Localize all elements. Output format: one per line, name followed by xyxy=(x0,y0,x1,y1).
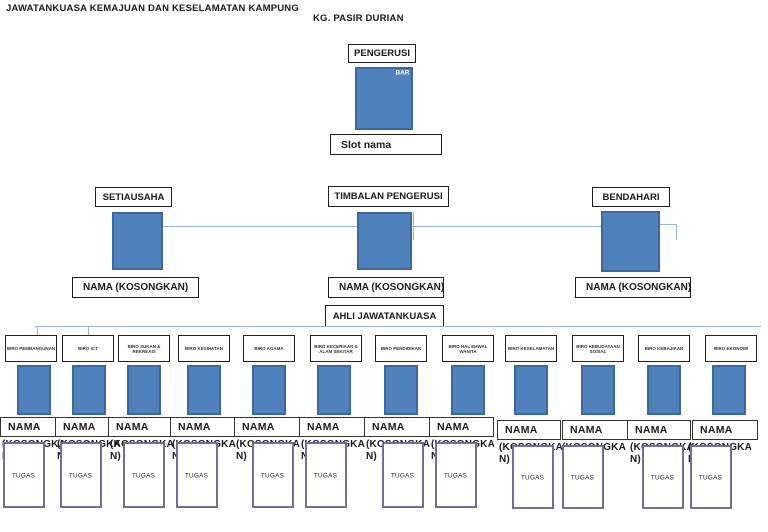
biro-box: BIRO KECERIAAN & ALAM SEKITAR xyxy=(310,335,362,362)
photo-tag: BAR xyxy=(395,69,409,77)
biro-label: BIRO KEBAJIKAN xyxy=(644,345,684,352)
tugas-box: TUGAS xyxy=(382,442,424,508)
village-title: KG. PASIR DURIAN xyxy=(313,13,404,24)
tugas-box: TUGAS xyxy=(252,442,294,508)
biro-label: BIRO KESELAMATAN xyxy=(507,345,555,352)
nama-cell: NAMA xyxy=(0,417,56,437)
tugas-box: TUGAS xyxy=(305,442,347,508)
biro-label: BIRO KEBUDAYAAN SOSIAL xyxy=(576,343,620,354)
tugas-box: TUGAS xyxy=(690,445,732,509)
biro-photo-placeholder xyxy=(72,365,106,415)
biro-box: BIRO ICT xyxy=(62,335,114,362)
pengerusi-label-box: PENGERUSI xyxy=(348,44,416,63)
tugas-label: TUGAS xyxy=(699,473,723,481)
biro-photo-placeholder xyxy=(647,365,681,415)
biro-photo-placeholder xyxy=(252,365,286,415)
setiausaha-label-box: SETIAUSAHA xyxy=(95,187,172,207)
biro-photo-placeholder xyxy=(384,365,418,415)
nama-cell: NAMA xyxy=(364,417,430,437)
tugas-label: TUGAS xyxy=(314,471,338,479)
tugas-label: TUGAS xyxy=(521,473,545,481)
biro-box: BIRO PEMBANGUNAN xyxy=(5,335,57,362)
bendahari-name-box: NAMA (KOSONGKAN) xyxy=(575,277,691,298)
nama-cell: NAMA xyxy=(429,417,494,437)
biro-photo-placeholder xyxy=(187,365,221,415)
tugas-label: TUGAS xyxy=(391,471,415,479)
nama-cell: NAMA xyxy=(55,417,109,437)
setiausaha-photo-placeholder xyxy=(112,212,163,270)
biro-box: BIRO SUKAN & REKREASI xyxy=(118,335,170,362)
connector-tick-biro1 xyxy=(37,326,39,336)
biro-box: BIRO AGAMA xyxy=(243,335,295,362)
biro-box: BIRO PENDIDIKAN xyxy=(375,335,427,362)
setiausaha-name-box: NAMA (KOSONGKAN) xyxy=(72,277,199,298)
tugas-label: TUGAS xyxy=(651,473,675,481)
biro-box: BIRO KESELAMATAN xyxy=(505,335,557,362)
biro-box: BIRO KEBUDAYAAN SOSIAL xyxy=(572,335,624,362)
biro-photo-placeholder xyxy=(581,365,615,415)
biro-photo-placeholder xyxy=(317,365,351,415)
biro-label: BIRO ICT xyxy=(78,345,98,352)
bendahari-photo-placeholder xyxy=(601,211,660,272)
tugas-label: TUGAS xyxy=(185,471,209,479)
nama-cell: NAMA xyxy=(692,420,758,440)
tugas-label: TUGAS xyxy=(261,471,285,479)
timbalan-photo-placeholder xyxy=(357,212,412,270)
connector-elbow-bendahari-v xyxy=(676,224,678,240)
biro-photo-placeholder xyxy=(451,365,485,415)
tugas-label: TUGAS xyxy=(12,471,36,479)
timbalan-label-box: TIMBALAN PENGERUSI xyxy=(328,186,449,207)
nama-cell: NAMA xyxy=(299,417,365,437)
nama-cell: NAMA xyxy=(497,420,561,440)
tugas-label: TUGAS xyxy=(444,471,468,479)
tugas-box: TUGAS xyxy=(123,442,165,508)
slot-nama-box: Slot nama xyxy=(330,134,442,155)
nama-cell: NAMA xyxy=(170,417,235,437)
biro-label: BIRO SUKAN & REKREASI xyxy=(127,343,161,354)
connector-tick-biro2 xyxy=(88,326,90,336)
ahli-jawatankuasa-box: AHLI JAWATANKUASA xyxy=(325,305,444,327)
nama-cell: NAMA xyxy=(234,417,300,437)
biro-box: BIRO HAL EHWAL WANITA xyxy=(442,335,494,362)
page-title: JAWATANKUASA KEMAJUAN DAN KESELAMATAN KA… xyxy=(6,3,299,14)
tugas-box: TUGAS xyxy=(435,442,477,508)
biro-label: BIRO KESIHATAN xyxy=(185,345,223,352)
pengerusi-photo-placeholder: BAR xyxy=(355,67,413,130)
connector-elbow-bendahari-h xyxy=(660,224,677,226)
biro-label: BIRO KECERIAAN & ALAM SEKITAR xyxy=(314,343,358,354)
tugas-label: TUGAS xyxy=(571,473,595,481)
tugas-box: TUGAS xyxy=(512,445,554,509)
tugas-box: TUGAS xyxy=(60,442,102,508)
tugas-label: TUGAS xyxy=(132,471,156,479)
biro-label: BIRO PENDIDIKAN xyxy=(380,345,422,352)
biro-label: BIRO AGAMA xyxy=(254,345,284,352)
biro-photo-placeholder xyxy=(514,365,548,415)
nama-cell: NAMA xyxy=(627,420,691,440)
biro-box: BIRO KESIHATAN xyxy=(178,335,230,362)
connector-tick-timbalan xyxy=(413,212,415,240)
connector-horizontal-committee xyxy=(35,326,761,328)
biro-photo-placeholder xyxy=(17,365,51,415)
tugas-box: TUGAS xyxy=(3,442,45,508)
biro-box: BIRO KEBAJIKAN xyxy=(638,335,690,362)
tugas-label: TUGAS xyxy=(69,471,93,479)
bendahari-label-box: BENDAHARI xyxy=(592,187,670,207)
tugas-box: TUGAS xyxy=(176,442,218,508)
tugas-box: TUGAS xyxy=(562,445,604,509)
biro-label: BIRO PEMBANGUNAN xyxy=(6,345,56,352)
biro-photo-placeholder xyxy=(712,365,746,415)
biro-label: BIRO HAL EHWAL WANITA xyxy=(448,343,488,354)
nama-cell: NAMA xyxy=(562,420,628,440)
timbalan-name-box: NAMA (KOSONGKAN) xyxy=(328,277,444,298)
biro-box: BIRO EKONOMI xyxy=(705,335,757,362)
tugas-box: TUGAS xyxy=(642,445,684,509)
nama-cell: NAMA xyxy=(108,417,171,437)
biro-photo-placeholder xyxy=(127,365,161,415)
biro-label: BIRO EKONOMI xyxy=(714,345,748,352)
